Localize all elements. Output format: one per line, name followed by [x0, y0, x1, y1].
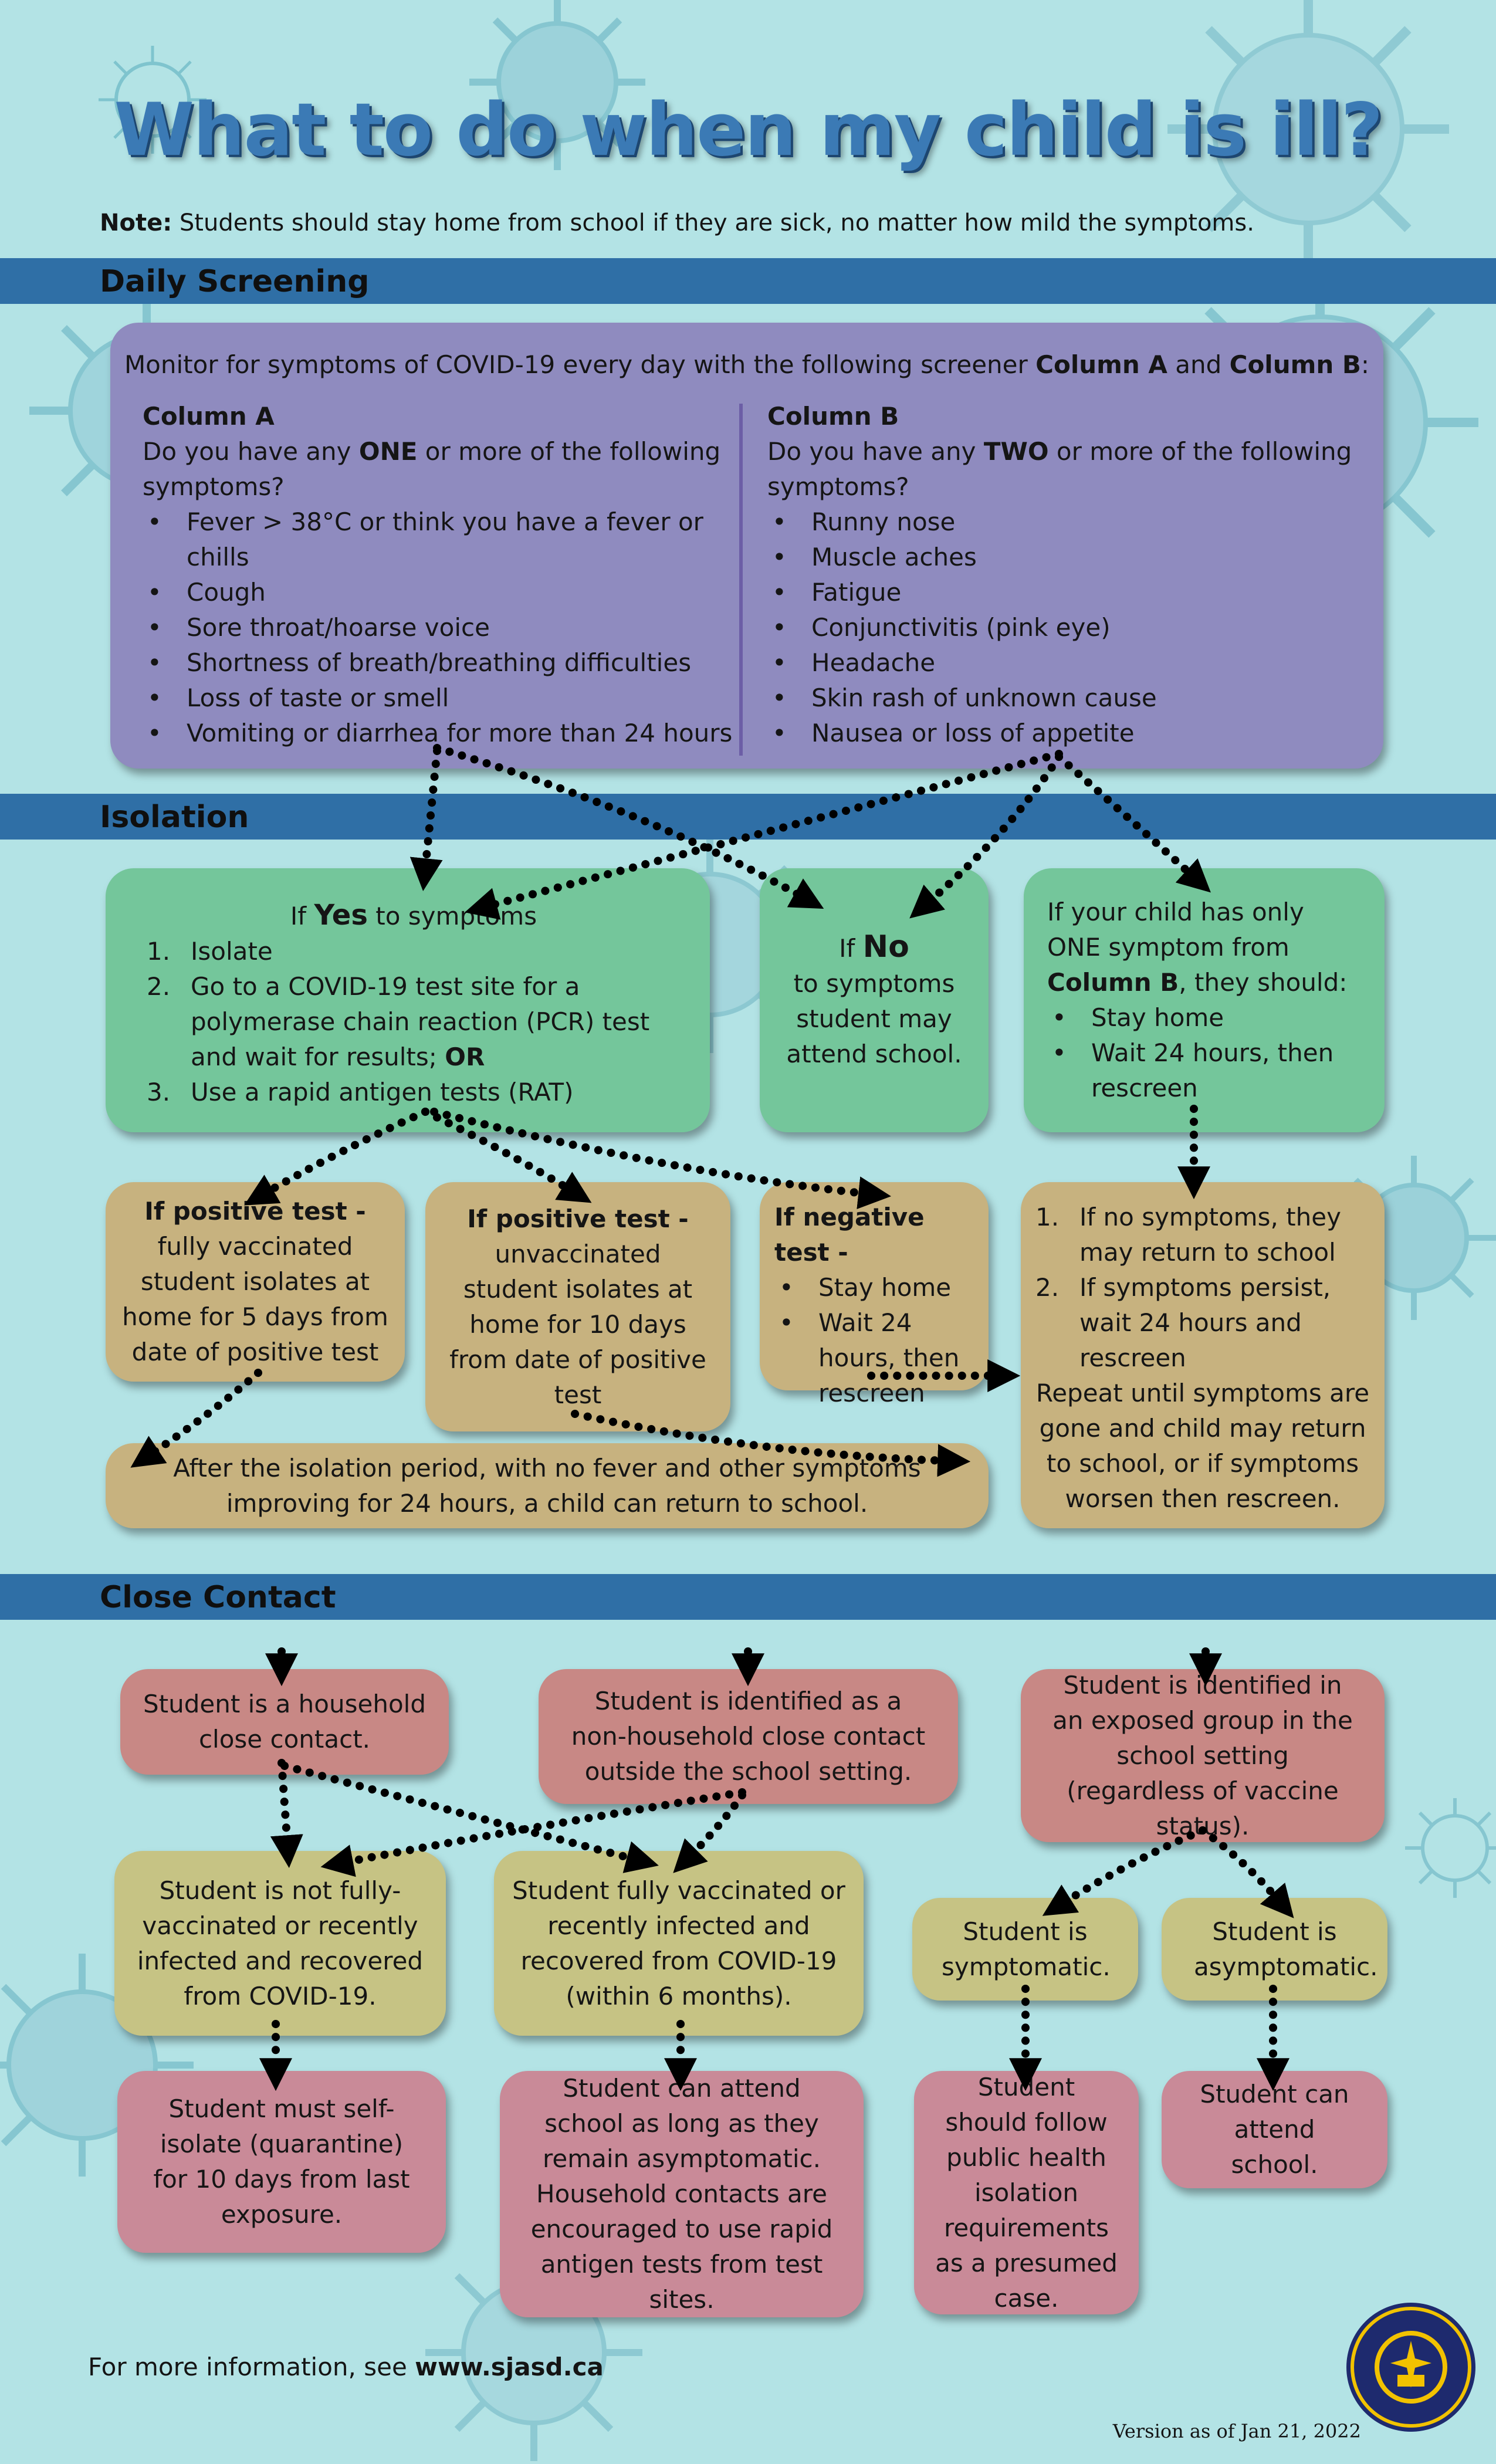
positive-vaccinated-box: If positive test - fully vaccinated stud…	[106, 1182, 405, 1382]
list-item: Sore throat/hoarse voice	[143, 610, 735, 645]
vaccinated-box: Student fully vaccinated or recently inf…	[494, 1851, 864, 2036]
follow-public-health-box: Student should follow public health isol…	[914, 2071, 1139, 2314]
positive-unvaccinated-box: If positive test - unvaccinated student …	[425, 1182, 730, 1431]
page-title: What to do when my child is ill?	[114, 88, 1383, 172]
negative-test-heading: If negative test -	[774, 1203, 925, 1267]
exposed-group-box: Student is identified in an exposed grou…	[1021, 1669, 1385, 1842]
no-symptoms-box: If No to symptoms student may attend sch…	[760, 868, 989, 1132]
no-text: to symptoms student may attend school.	[786, 969, 962, 1068]
list-item: Skin rash of unknown cause	[767, 681, 1360, 716]
list-item: Loss of taste or smell	[143, 681, 735, 716]
positive-unvaccinated-text: unvaccinated student isolates at home fo…	[449, 1239, 706, 1409]
positive-unvaccinated-heading: If positive test -	[467, 1204, 689, 1233]
negative-test-list: Stay home Wait 24 hours, then rescreen	[774, 1270, 980, 1411]
no-heading: If No	[839, 929, 909, 964]
section-title-isolation: Isolation	[100, 800, 249, 835]
arrow	[270, 1759, 303, 1869]
column-b-heading: Column B	[767, 402, 899, 431]
list-item: Stay home	[774, 1270, 980, 1305]
column-a-heading: Column A	[143, 402, 275, 431]
list-item: Runny nose	[767, 505, 1360, 540]
list-item: Wait 24 hours, then rescreen	[1047, 1035, 1361, 1106]
negative-test-box: If negative test - Stay home Wait 24 hou…	[760, 1182, 989, 1407]
column-b: Column B Do you have any TWO or more of …	[767, 399, 1360, 751]
screening-intro: Monitor for symptoms of COVID-19 every d…	[124, 350, 1370, 379]
symptomatic-box: Student is symptomatic.	[912, 1898, 1138, 2001]
arrow	[130, 1369, 262, 1468]
list-item: Stay home	[1047, 1000, 1361, 1035]
virus-icon	[469, 0, 645, 170]
asymptomatic-box: Student is asymptomatic.	[1162, 1898, 1387, 2001]
screening-box: Monitor for symptoms of COVID-19 every d…	[110, 323, 1383, 769]
list-item: 1.Isolate	[147, 937, 273, 966]
list-item: Vomiting or diarrhea for more than 24 ho…	[143, 716, 735, 751]
list-item: 2.If symptoms persist, wait 24 hours and…	[1035, 1273, 1331, 1372]
yes-steps: 1.Isolate 2.Go to a COVID-19 test site f…	[147, 934, 681, 1110]
list-item: Nausea or loss of appetite	[767, 716, 1360, 751]
note: Note: Students should stay home from sch…	[100, 209, 1254, 236]
note-label: Note:	[100, 209, 172, 236]
one-symptom-list: Stay home Wait 24 hours, then rescreen	[1047, 1000, 1361, 1106]
list-item: Fatigue	[767, 575, 1360, 610]
list-item: Cough	[143, 575, 735, 610]
list-item: 3.Use a rapid antigen tests (RAT)	[147, 1078, 574, 1106]
positive-vaccinated-heading: If positive test -	[144, 1197, 366, 1226]
positive-vaccinated-text: fully vaccinated student isolates at hom…	[122, 1232, 388, 1366]
non-household-contact-box: Student is identified as a non-household…	[539, 1669, 958, 1804]
list-item: Wait 24 hours, then rescreen	[774, 1305, 980, 1411]
list-item: Conjunctivitis (pink eye)	[767, 610, 1360, 645]
version-label: Version as of Jan 21, 2022	[1112, 2420, 1361, 2442]
list-item: Muscle aches	[767, 540, 1360, 575]
column-b-question: Do you have any TWO or more of the follo…	[767, 437, 1352, 501]
rescreen-repeat: Repeat until symptoms are gone and child…	[1035, 1379, 1370, 1513]
list-item: 2.Go to a COVID-19 test site for a polym…	[147, 972, 650, 1071]
column-divider	[739, 404, 743, 756]
rescreen-box: 1.If no symptoms, they may return to sch…	[1021, 1182, 1385, 1528]
column-a-question: Do you have any ONE or more of the follo…	[143, 437, 721, 501]
list-item: Shortness of breath/breathing difficulti…	[143, 645, 735, 681]
not-vaccinated-box: Student is not fully-vaccinated or recen…	[114, 1851, 446, 2036]
yes-heading: If Yes to symptoms	[290, 899, 537, 932]
can-attend-conditional-box: Student can attend school as long as the…	[500, 2071, 864, 2317]
section-title-close-contact: Close Contact	[100, 1580, 336, 1615]
one-symptom-text: If your child has only ONE symptom from …	[1047, 898, 1348, 997]
can-attend-box: Student can attend school.	[1162, 2071, 1387, 2188]
section-title-daily-screening: Daily Screening	[100, 264, 370, 299]
footer-info: For more information, see www.sjasd.ca	[88, 2353, 604, 2381]
list-item: Headache	[767, 645, 1360, 681]
section-band-isolation: Isolation	[0, 794, 1496, 840]
note-text: Students should stay home from school if…	[172, 209, 1254, 236]
after-isolation-box: After the isolation period, with no feve…	[106, 1443, 989, 1528]
self-isolate-box: Student must self-isolate (quarantine) f…	[117, 2071, 446, 2253]
section-band-daily-screening: Daily Screening	[0, 258, 1496, 304]
one-symptom-box: If your child has only ONE symptom from …	[1024, 868, 1385, 1132]
column-a: Column A Do you have any ONE or more of …	[143, 399, 735, 751]
virus-icon	[1405, 1798, 1496, 1898]
column-b-list: Runny nose Muscle aches Fatigue Conjunct…	[767, 505, 1360, 751]
school-division-seal-icon	[1346, 2303, 1475, 2432]
yes-symptoms-box: If Yes to symptoms 1.Isolate 2.Go to a C…	[106, 868, 710, 1132]
household-contact-box: Student is a household close contact.	[120, 1669, 449, 1775]
footer-link[interactable]: www.sjasd.ca	[415, 2353, 604, 2381]
after-isolation-text: After the isolation period, with no feve…	[173, 1453, 921, 1518]
list-item: 1.If no symptoms, they may return to sch…	[1035, 1203, 1341, 1267]
virus-icon	[99, 46, 207, 154]
arrow	[673, 1791, 746, 1873]
column-a-list: Fever > 38°C or think you have a fever o…	[143, 505, 735, 751]
rescreen-steps: 1.If no symptoms, they may return to sch…	[1035, 1200, 1370, 1376]
section-band-close-contact: Close Contact	[0, 1574, 1496, 1620]
list-item: Fever > 38°C or think you have a fever o…	[143, 505, 735, 575]
